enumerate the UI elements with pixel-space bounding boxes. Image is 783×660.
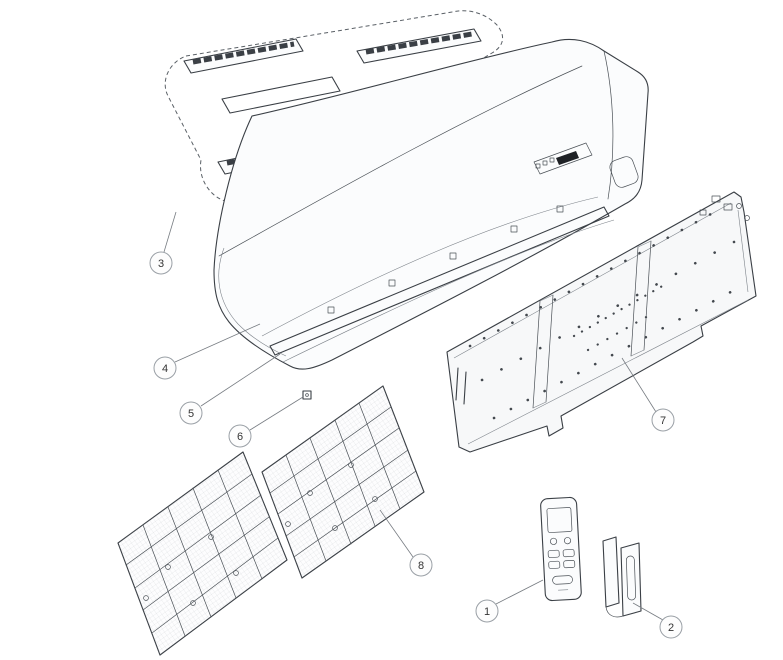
plate-right-inner-edge [737, 209, 749, 293]
callout-2: 2 [659, 615, 683, 639]
indoor-unit-body [213, 38, 649, 370]
holder-front-hook [620, 542, 642, 617]
callout-label: 5 [188, 408, 194, 420]
callout-4: 4 [153, 356, 177, 380]
unit-right-cap-seam [603, 50, 614, 200]
filter-grid [125, 469, 279, 637]
callout-label: 8 [418, 560, 424, 572]
display-panel [533, 142, 593, 175]
vent-grille-top-right [356, 28, 482, 64]
plate-channel-left [532, 294, 554, 409]
remote-button [549, 537, 558, 545]
remote-holder [602, 536, 642, 618]
remote-control [540, 496, 582, 602]
plate-channel-right [630, 240, 652, 357]
leader-line-1 [495, 579, 544, 605]
callout-7: 7 [651, 408, 675, 432]
callout-circle [228, 424, 252, 448]
callout-label: 1 [484, 606, 490, 618]
outlet-vane-line [282, 219, 615, 363]
clip-part [302, 390, 312, 400]
unit-outline [213, 38, 649, 370]
vent-grille-top-left [183, 38, 304, 74]
plate-left-slots [455, 367, 467, 405]
callout-label: 7 [660, 415, 666, 427]
unit-left-lip-curve [237, 323, 287, 357]
remote-button [548, 560, 561, 569]
plate-hole-rows [468, 206, 744, 420]
brand-mark [556, 151, 579, 165]
callout-label: 2 [668, 622, 674, 634]
callout-6: 6 [228, 424, 252, 448]
plate-top-brackets [699, 195, 750, 221]
holder-slot [626, 555, 636, 601]
filter-bosses [285, 462, 378, 531]
callout-1: 1 [475, 599, 499, 623]
filter-bosses [143, 534, 239, 606]
unit-top-seam [218, 65, 583, 257]
remote-button [563, 560, 576, 569]
unit-clips [327, 205, 564, 314]
leader-line-6 [249, 396, 304, 431]
filter-strip-hatched [221, 76, 341, 114]
remote-button [563, 537, 572, 545]
callout-label: 3 [158, 258, 164, 270]
callout-label: 4 [162, 363, 168, 375]
remote-screen [546, 507, 573, 533]
callout-5: 5 [179, 401, 203, 425]
callout-circle [153, 356, 177, 380]
plate-top-inner-edge [453, 202, 732, 359]
leader-line-7 [621, 357, 657, 413]
remote-body [540, 496, 582, 602]
leader-line-5 [200, 353, 281, 407]
side-panel-recess [609, 156, 639, 188]
unit-front-line [261, 196, 599, 337]
callout-8: 8 [409, 553, 433, 577]
callout-circle [409, 553, 433, 577]
callout-circle [651, 408, 675, 432]
filter-grid [269, 402, 417, 562]
callout-circle [659, 615, 683, 639]
mounting-plate [446, 191, 757, 453]
holder-back-plate [602, 536, 620, 608]
air-filter-left [117, 451, 288, 656]
plate-outline [446, 191, 757, 453]
callout-circle [179, 401, 203, 425]
leader-line-3 [163, 211, 177, 253]
holder-bottom-join [605, 606, 624, 618]
plate-bottom-inner-edge [467, 299, 749, 445]
leader-line-8 [379, 509, 414, 558]
callout-3: 3 [149, 251, 173, 275]
callout-circle [475, 599, 499, 623]
remote-button [552, 575, 573, 585]
remote-button [547, 549, 560, 558]
air-outlet-slot [269, 206, 610, 356]
unit-left-cap-curve [218, 247, 239, 325]
callout-label: 6 [237, 431, 243, 443]
callout-circle [149, 251, 173, 275]
remote-button [562, 549, 575, 558]
leader-lines [163, 211, 664, 621]
leader-line-4 [174, 323, 261, 363]
leader-line-2 [632, 602, 664, 621]
air-filter-right [261, 385, 425, 579]
